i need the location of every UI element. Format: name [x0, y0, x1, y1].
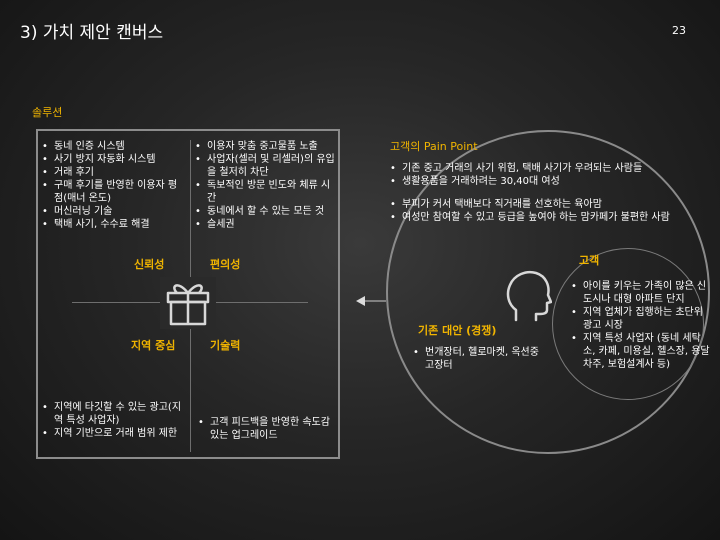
customer-list: 아이를 키우는 가족이 많은 신도시나 대형 아파트 단지지역 업체가 집행하는…	[569, 280, 711, 371]
solution-bottom-right-list: 고객 피드백을 반영한 속도감 있는 업그레이드	[196, 416, 342, 442]
list-item: 거래 후기	[40, 166, 182, 179]
list-item: 슬세권	[193, 218, 339, 231]
gift-icon	[160, 277, 216, 329]
solution-bottom-left-list: 지역에 타깃할 수 있는 광고(지역 특성 사업자)지역 기반으로 거래 범위 …	[40, 401, 182, 440]
page-number: 23	[672, 24, 686, 37]
alternatives-list: 번개장터, 헬로마켓, 옥션중고장터	[411, 346, 541, 372]
list-item: 택배 사기, 수수료 해결	[40, 218, 182, 231]
list-item: 번개장터, 헬로마켓, 옥션중고장터	[411, 346, 541, 372]
quadrant-convenience-label: 편의성	[210, 258, 241, 271]
quadrant-reliability-label: 신뢰성	[134, 258, 165, 271]
solution-top-left-list: 동네 인증 시스템사기 방지 자동화 시스템거래 후기구매 후기를 반영한 이용…	[40, 140, 182, 231]
solution-top-right-list: 이용자 맞춤 중고물품 노출사업자(셀러 및 리셀러)의 유입을 철저히 차단독…	[193, 140, 339, 231]
list-item: 여성만 참여할 수 있고 등급을 높여야 하는 맘카페가 불편한 사람	[388, 211, 678, 224]
list-item: 동네에서 할 수 있는 모든 것	[193, 205, 339, 218]
list-item: 지역 특성 사업자 (동네 세탁소, 카페, 미용실, 헬스장, 용달차주, 보…	[569, 332, 711, 371]
list-item: 이용자 맞춤 중고물품 노출	[193, 140, 339, 153]
list-item: 사업자(셀러 및 리셀러)의 유입을 철저히 차단	[193, 153, 339, 179]
list-item: 구매 후기를 반영한 이용자 평점(매너 온도)	[40, 179, 182, 205]
head-icon	[504, 268, 553, 330]
alternatives-label: 기존 대안 (경쟁)	[418, 324, 497, 337]
list-item: 지역에 타깃할 수 있는 광고(지역 특성 사업자)	[40, 401, 182, 427]
pain-point-label: 고객의 Pain Point	[390, 140, 478, 153]
customer-label: 고객	[579, 254, 600, 267]
list-item: 생활용품을 거래하려는 30,40대 여성	[388, 175, 700, 188]
list-item: 지역 기반으로 거래 범위 제한	[40, 427, 182, 440]
slide-title: 3) 가치 제안 캔버스	[20, 23, 164, 43]
quadrant-technology-label: 기술력	[210, 339, 241, 352]
list-item: 고객 피드백을 반영한 속도감 있는 업그레이드	[196, 416, 342, 442]
list-item: 머신러닝 기술	[40, 205, 182, 218]
solution-box	[36, 129, 340, 459]
list-item: 부피가 커서 택배보다 직거래를 선호하는 육아맘	[388, 198, 678, 211]
solution-label: 솔루션	[32, 106, 63, 119]
list-item: 기존 중고 거래의 사기 위험, 택배 사기가 우려되는 사람들	[388, 162, 700, 175]
arrow-left-icon	[356, 293, 386, 312]
quadrant-local-label: 지역 중심	[131, 339, 176, 352]
pain-point-list-1: 기존 중고 거래의 사기 위험, 택배 사기가 우려되는 사람들생활용품을 거래…	[388, 162, 700, 188]
list-item: 동네 인증 시스템	[40, 140, 182, 153]
list-item: 독보적인 방문 빈도와 체류 시간	[193, 179, 339, 205]
list-item: 아이를 키우는 가족이 많은 신도시나 대형 아파트 단지	[569, 280, 711, 306]
pain-point-list-2: 부피가 커서 택배보다 직거래를 선호하는 육아맘여성만 참여할 수 있고 등급…	[388, 198, 678, 224]
list-item: 사기 방지 자동화 시스템	[40, 153, 182, 166]
list-item: 지역 업체가 집행하는 초단위 광고 시장	[569, 306, 711, 332]
